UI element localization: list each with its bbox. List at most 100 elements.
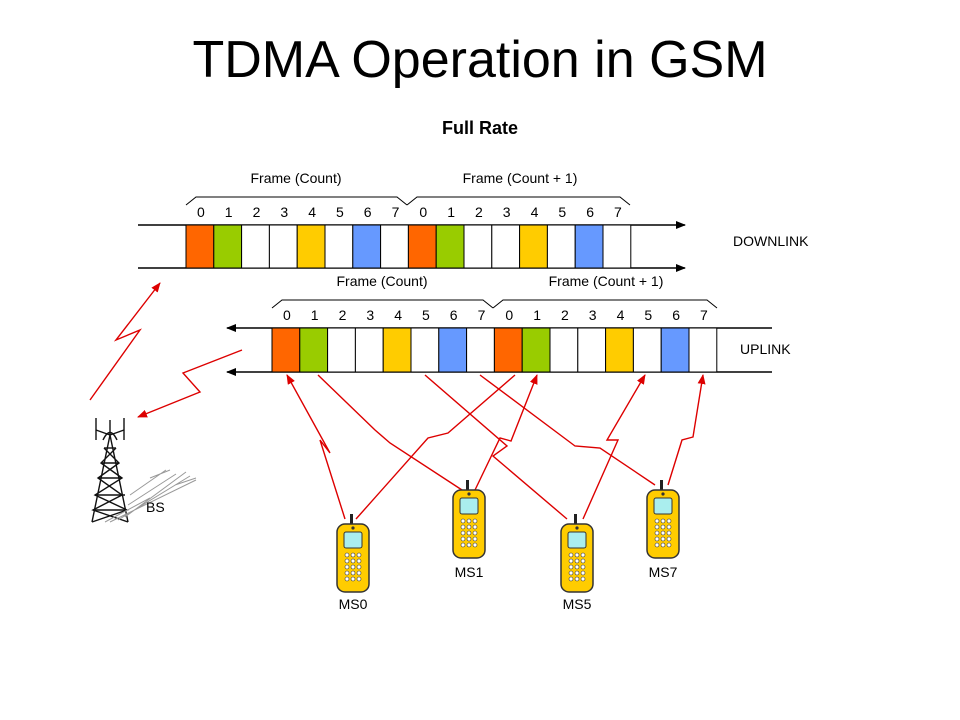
downlink-timeslot-6 xyxy=(574,224,604,269)
uplink-timeslot-6 xyxy=(438,327,468,373)
downlink-slot-number: 6 xyxy=(364,204,372,220)
tower-shadow xyxy=(104,469,197,523)
diagram-subtitle: Full Rate xyxy=(441,118,518,138)
ms0-uplink-signal xyxy=(286,374,346,520)
ms5-uplink-signal xyxy=(582,374,646,520)
uplink-timeslot-7 xyxy=(688,327,718,373)
downlink-timeslot-7 xyxy=(380,224,409,269)
downlink-timeslot-3 xyxy=(268,224,298,269)
uplink-timeslot-0 xyxy=(271,327,301,373)
uplink-slot-number: 5 xyxy=(644,307,652,323)
uplink-slot-number: 5 xyxy=(422,307,430,323)
downlink-label: DOWNLINK xyxy=(733,233,809,249)
mobile-phone-icon xyxy=(452,479,486,559)
bs-downlink-signal xyxy=(137,349,243,418)
downlink-timeslot-0 xyxy=(185,224,215,269)
downlink-slot-number: 4 xyxy=(531,204,539,220)
downlink-slot-number: 7 xyxy=(392,204,400,220)
slide-title: TDMA Operation in GSM xyxy=(192,31,768,89)
uplink-timeslot-1 xyxy=(521,327,551,373)
ms-label: MS5 xyxy=(563,596,592,612)
ms-label: MS1 xyxy=(455,564,484,580)
uplink-timeslot-3 xyxy=(577,327,607,373)
uplink-slot-number: 0 xyxy=(505,307,513,323)
uplink-timeslot-3 xyxy=(354,327,384,373)
uplink-slot-number: 7 xyxy=(700,307,708,323)
uplink-slot-number: 3 xyxy=(366,307,374,323)
downlink-timeslot-3 xyxy=(491,224,521,269)
downlink-slot-number: 3 xyxy=(280,204,288,220)
downlink-timeslot-2 xyxy=(241,224,270,269)
ms-signal-links xyxy=(286,374,706,520)
ms7-uplink-signal xyxy=(667,374,706,486)
mobile-phone-icon xyxy=(560,513,594,593)
downlink-timeslot-7 xyxy=(602,224,632,269)
uplink-slot-number: 6 xyxy=(450,307,458,323)
uplink-timeslot-2 xyxy=(549,327,579,373)
uplink-frame-brace xyxy=(492,299,718,309)
ms1-downlink-signal xyxy=(317,374,463,491)
downlink-slot-number: 1 xyxy=(225,204,233,220)
uplink-timeslot-2 xyxy=(327,327,356,373)
uplink-slots xyxy=(271,327,718,373)
downlink-slot-number: 0 xyxy=(197,204,205,220)
uplink-frame-brace xyxy=(271,299,494,309)
uplink-slot-number: 4 xyxy=(617,307,625,323)
downlink-slot-number: 4 xyxy=(308,204,316,220)
ms-label: MS0 xyxy=(339,596,368,612)
downlink-slot-number: 2 xyxy=(253,204,261,220)
uplink-timeslot-6 xyxy=(660,327,690,373)
uplink-slot-number: 0 xyxy=(283,307,291,323)
uplink-slot-number: 4 xyxy=(394,307,402,323)
uplink-timeslot-5 xyxy=(410,327,440,373)
uplink-slot-number: 1 xyxy=(311,307,319,323)
downlink-frame-brace xyxy=(185,196,408,206)
uplink-timeslot-7 xyxy=(466,327,495,373)
cell-tower-icon xyxy=(91,418,129,523)
uplink-timeslot-1 xyxy=(299,327,329,373)
downlink-timeslot-1 xyxy=(213,224,243,269)
downlink-frame-label: Frame (Count) xyxy=(250,170,341,186)
ms5-downlink-signal xyxy=(424,374,568,520)
uplink-slot-number: 1 xyxy=(533,307,541,323)
downlink-timeslot-0 xyxy=(407,224,437,269)
downlink-slot-number: 7 xyxy=(614,204,622,220)
uplink-slot-number: 7 xyxy=(478,307,486,323)
uplink-timeslot-5 xyxy=(632,327,662,373)
ms7-downlink-signal xyxy=(479,374,656,486)
uplink-label: UPLINK xyxy=(740,341,791,357)
mobile-phone-icon xyxy=(646,479,680,559)
downlink-timeslot-4 xyxy=(296,224,326,269)
downlink-timeslot-6 xyxy=(352,224,382,269)
uplink-timeslot-4 xyxy=(605,327,634,373)
mobile-phone-icon xyxy=(336,513,370,593)
uplink-timeslot-0 xyxy=(493,327,523,373)
downlink-frame-brace xyxy=(406,196,631,206)
bs-uplink-signal xyxy=(89,282,161,401)
downlink-timeslot-1 xyxy=(435,224,465,269)
downlink-slot-number: 5 xyxy=(336,204,344,220)
uplink-slot-number: 6 xyxy=(672,307,680,323)
downlink-slot-number: 0 xyxy=(419,204,427,220)
downlink-slot-number: 3 xyxy=(503,204,511,220)
downlink-frame-label: Frame (Count + 1) xyxy=(463,170,578,186)
uplink-timeslot-4 xyxy=(382,327,412,373)
ms0-downlink-signal xyxy=(355,374,516,520)
downlink-timeslot-5 xyxy=(324,224,354,269)
uplink-slot-number: 2 xyxy=(561,307,569,323)
ms1-uplink-signal xyxy=(474,374,538,491)
downlink-slot-number: 5 xyxy=(558,204,566,220)
downlink-timeslot-2 xyxy=(463,224,493,269)
downlink-slots xyxy=(185,224,632,269)
downlink-slot-number: 6 xyxy=(586,204,594,220)
downlink-timeslot-5 xyxy=(546,224,576,269)
downlink-slot-number: 2 xyxy=(475,204,483,220)
uplink-slot-number: 3 xyxy=(589,307,597,323)
uplink-frame-label: Frame (Count + 1) xyxy=(549,273,664,289)
